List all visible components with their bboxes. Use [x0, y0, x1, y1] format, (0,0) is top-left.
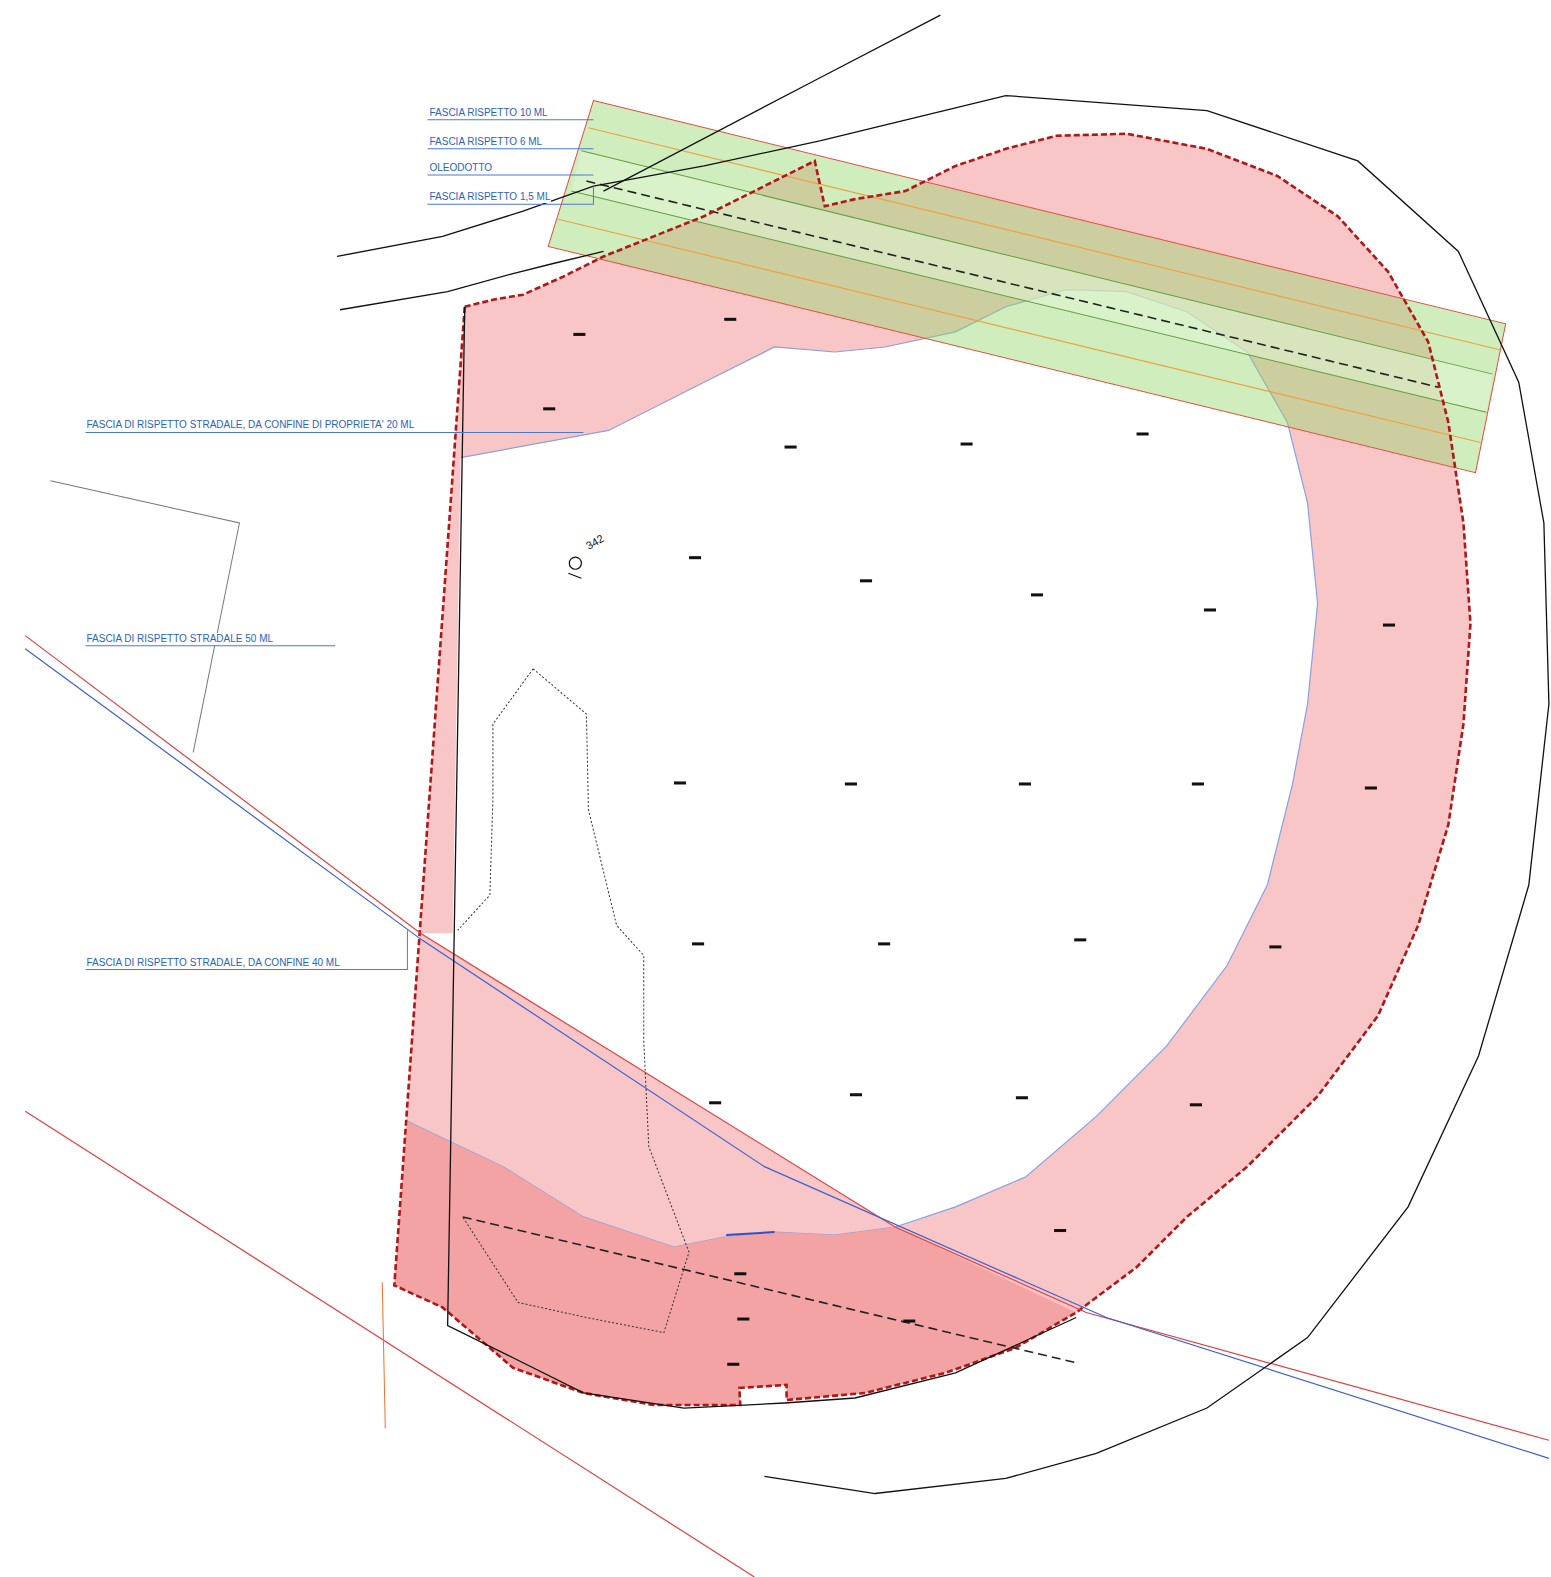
point-number: 342 — [583, 532, 607, 553]
callout-label: FASCIA RISPETTO 6 ML — [428, 136, 543, 148]
buildable-area — [420, 290, 1317, 1227]
limit-line — [407, 290, 1317, 1247]
callout-label: FASCIA DI RISPETTO STRADALE, DA CONFINE … — [85, 957, 340, 969]
callout-label: OLEODOTTO — [428, 162, 493, 174]
callout-label: FASCIA DI RISPETTO STRADALE, DA CONFINE … — [85, 419, 415, 431]
callout-label: FASCIA DI RISPETTO STRADALE 50 ML — [85, 633, 274, 645]
pipeline-band — [548, 101, 1505, 473]
property-boundary — [394, 134, 1470, 1405]
callout-label: FASCIA RISPETTO 1,5 ML — [428, 191, 551, 203]
road-line — [25, 636, 1549, 1441]
callout-label: FASCIA RISPETTO 10 ML — [428, 107, 548, 119]
road-line — [25, 649, 1549, 1459]
